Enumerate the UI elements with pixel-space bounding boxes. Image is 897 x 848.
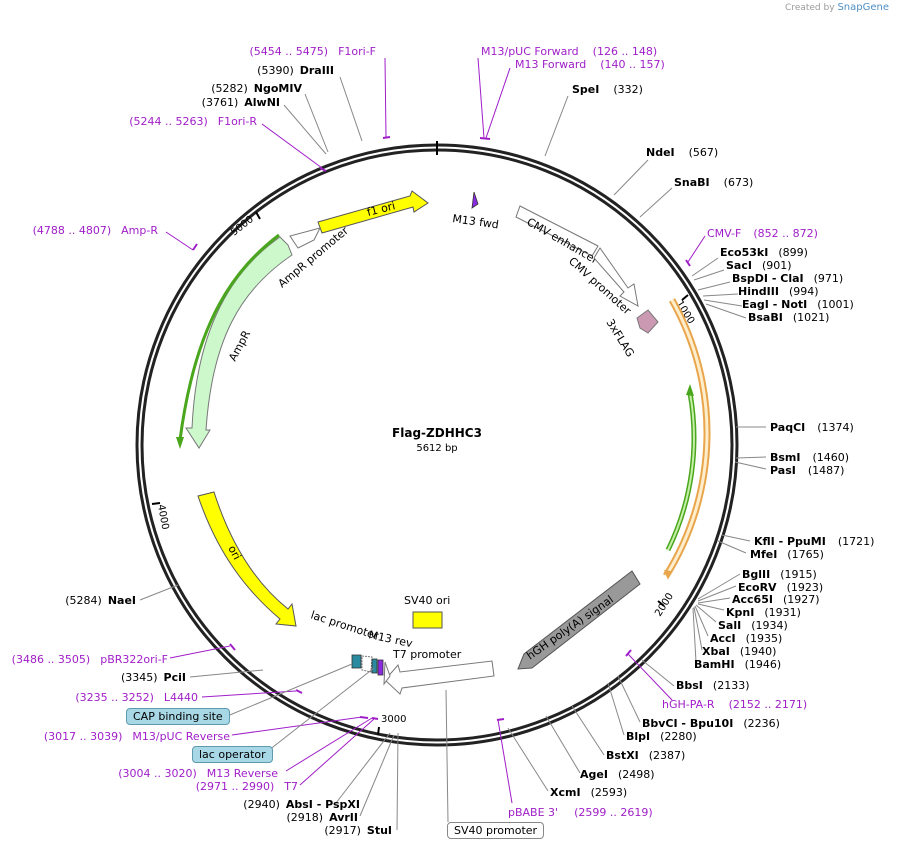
enzyme-spei: SpeI(332) (572, 83, 643, 96)
tick-5000 (255, 211, 261, 220)
enzyme-snabi: SnaBI(673) (674, 176, 753, 189)
enzyme-ndei: NdeI(567) (646, 146, 718, 159)
enzyme-absi-pspxi: (2940)AbsI - PspXI (243, 798, 360, 811)
enzyme-paqci: PaqCI(1374) (770, 421, 854, 434)
enzyme-pcii: (3345)PciI (121, 671, 186, 684)
lac-operator-label[interactable]: lac operator (192, 746, 273, 763)
enzyme-kfli-ppumi: KflI - PpuMI(1721) (754, 535, 874, 548)
enzyme-acc65i: Acc65I(1927) (732, 593, 820, 606)
ampr-label: AmpR (226, 328, 253, 363)
m13-fwd-label: M13 fwd (452, 212, 500, 231)
enzyme-ecorv: EcoRV(1923) (738, 581, 823, 594)
enzyme-bbvci-bpu10i: BbvCI - Bpu10I(2236) (642, 717, 780, 730)
sv40-ori-label: SV40 ori (404, 594, 450, 607)
tick-label-2000: 2000 (653, 591, 676, 618)
primer-f1ori-r: (5244 .. 5263)F1ori-R (129, 115, 257, 128)
primer-marks (192, 136, 691, 721)
cmv-promoter-feature[interactable] (593, 247, 639, 307)
sv40-ori-feature[interactable] (412, 611, 443, 629)
cap-site-feature[interactable] (351, 654, 362, 669)
enzyme-naei: (5282)NgoMIV (211, 82, 302, 95)
flag-label: 3xFLAG (603, 317, 636, 360)
zdhhc3-orf-outer-core (664, 299, 709, 577)
plasmid-size: 5612 bp (416, 443, 457, 454)
enzyme-ngomiv: (3761)AlwNI (202, 96, 280, 109)
hgh-polya-feature[interactable] (517, 570, 641, 670)
t7-promoter-feature[interactable] (383, 661, 391, 686)
m13-rev-label: M13 rev (367, 628, 414, 650)
plasmid-name: Flag-ZDHHC3 (392, 426, 482, 440)
enzyme-bbsi: BbsI(2133) (676, 679, 749, 692)
enzyme-sali: SalI(1934) (718, 619, 788, 632)
credit-prefix: Created by (785, 3, 835, 13)
enzyme-stui: (2917)StuI (324, 824, 392, 837)
tick-1000 (681, 294, 689, 301)
enzyme-bsabi: BsaBI(1021) (748, 311, 829, 324)
primer-m13-puc-reverse: (3017 .. 3039)M13/pUC Reverse (44, 730, 230, 743)
snapgene-credit: Created by SnapGene (785, 2, 889, 13)
orf-inner-arrowhead (686, 384, 694, 396)
enzyme-blpi: BlpI(2280) (626, 730, 697, 743)
primer-hgh-pa-r: hGH-PA-R(2152 .. 2171) (662, 698, 807, 711)
m13-fwd-feature[interactable] (471, 191, 479, 209)
cmv-enhancer-feature[interactable] (515, 205, 599, 257)
hgh-polya-label: hGH poly(A) signal (524, 593, 616, 663)
enzyme-agei: AgeI(2498) (580, 768, 655, 781)
enzyme-bamhi: BamHI(1946) (694, 658, 781, 671)
enzyme-bglii: BglII(1915) (742, 568, 817, 581)
t7-promoter-label: T7 promoter (392, 648, 462, 661)
primer-l4440: (3235 .. 3252)L4440 (75, 691, 198, 704)
enzyme-mfei: MfeI(1765) (750, 548, 824, 561)
ampr-orf-arrowhead (176, 437, 184, 449)
enzyme-pasi: PasI(1487) (770, 464, 844, 477)
enzyme-kpni: KpnI(1931) (726, 606, 801, 619)
enzyme-draiii: (5390)DraIII (257, 64, 334, 77)
enzyme-bsmi: BsmI(1460) (770, 451, 849, 464)
primer-pbabe-3: pBABE 3'(2599 .. 2619) (508, 806, 653, 819)
enzyme-eagi-noti: EagI - NotI(1001) (742, 298, 854, 311)
primer-cmv-f: CMV-F(852 .. 872) (707, 227, 818, 240)
enzyme-xcmi: XcmI(2593) (550, 786, 627, 799)
enzyme-leaders (139, 76, 767, 831)
enzyme-eco53ki: Eco53kI(899) (720, 246, 808, 259)
tick-4000 (151, 502, 161, 505)
enzyme-alwni: (5284)NaeI (65, 594, 136, 607)
boxed-leaders (224, 663, 449, 823)
primer-t7: (2971 .. 2990)T7 (196, 780, 298, 793)
orf-outer-arrowhead (664, 570, 671, 580)
tick-2000 (657, 600, 665, 607)
lac-operator-feature[interactable] (371, 658, 378, 674)
enzyme-avrii: (2918)AvrII (287, 811, 358, 824)
enzyme-bstxi: BstXI(2387) (606, 749, 685, 762)
ampr-promoter-feature[interactable] (289, 227, 321, 249)
tick-label-4000: 4000 (155, 504, 170, 531)
snapgene-logo: SnapGene (837, 2, 889, 13)
enzyme-acci: AccI(1935) (710, 632, 782, 645)
enzyme-xbai: XbaI(1940) (702, 645, 776, 658)
sv40-promoter-label[interactable]: SV40 promoter (447, 822, 545, 839)
primer-amp-r: (4788 .. 4807)Amp-R (33, 224, 159, 237)
f1-ori-feature[interactable] (317, 190, 429, 234)
primer-f1ori-f: (5454 .. 5475)F1ori-F (250, 45, 377, 58)
tick-3000 (377, 726, 380, 736)
primer-m13-forward: M13 Forward(140 .. 157) (515, 58, 665, 71)
primer-m13-puc-forward: M13/pUC Forward(126 .. 148) (481, 45, 657, 58)
ampr-orf-line (178, 233, 280, 441)
enzyme-saci: SacI(901) (726, 259, 792, 272)
enzyme-hindiii: HindIII(994) (738, 285, 819, 298)
primer-pbr322ori-f: (3486 .. 3505)pBR322ori-F (12, 653, 168, 666)
lac-promoter-feature[interactable] (361, 655, 373, 673)
primer-leaders (165, 57, 706, 804)
tick-label-3000: 3000 (381, 714, 406, 725)
enzyme-bspdi-clai: BspDI - ClaI(971) (732, 272, 843, 285)
cap-binding-site-label[interactable]: CAP binding site (126, 708, 230, 725)
ori-label: ori (225, 543, 243, 562)
orf-inner-green-core (667, 392, 695, 551)
ori-feature[interactable] (197, 491, 297, 627)
sv40-promoter-feature[interactable] (384, 660, 495, 695)
flag-feature[interactable] (636, 309, 659, 334)
m13-rev-feature[interactable] (377, 659, 384, 676)
primer-m13-reverse: (3004 .. 3020)M13 Reverse (118, 767, 278, 780)
